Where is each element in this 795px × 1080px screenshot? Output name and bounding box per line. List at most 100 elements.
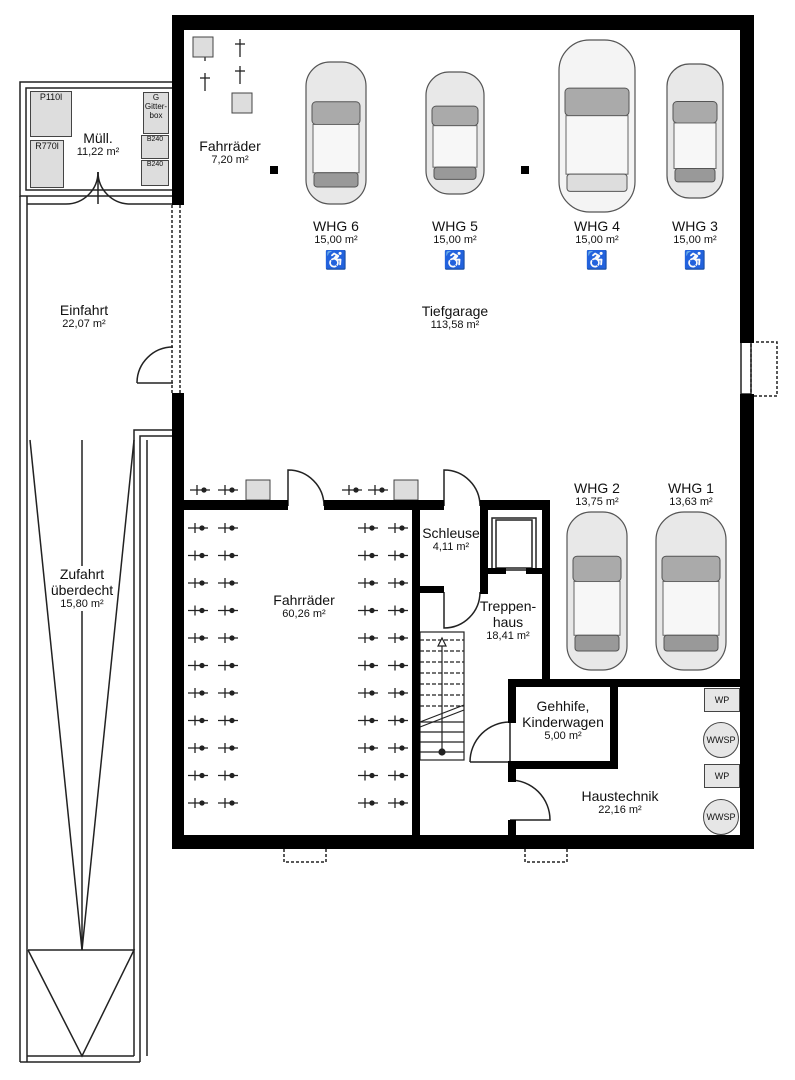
bicycle-icon [388,743,408,753]
heat-pump: WP [704,764,740,788]
bin-b240: B240 [141,160,169,186]
bicycle-icon [388,660,408,671]
room-name: Fahrräder [273,592,335,608]
bicycle-icon [358,770,378,781]
wall-schleuse-bottom [412,586,444,593]
parking-area: 13,75 m² [575,496,619,509]
wall-right [740,394,754,849]
bicycle-icon [218,633,238,643]
wall-haustechnik-top [508,679,742,687]
bicycle-icon [200,73,210,91]
wall-gehhilfe-right [610,679,618,769]
bicycle-icon [388,605,408,616]
bicycle-icon [188,743,208,753]
room-area: 22,07 m² [62,318,106,331]
bicycle-icon [218,523,238,533]
room-label-muell: Müll.11,22 m² [77,130,120,159]
wall-bottom [172,835,754,849]
room-name: Treppen- [479,598,537,614]
wall-treppenhaus-right [542,500,550,684]
bicycle-icon [218,578,238,588]
bicycle-icon [218,605,238,616]
room-area: 15,80 m² [60,598,104,611]
bicycle-icon [235,39,245,57]
bicycle-icon [388,523,408,533]
room-name: überdecht [50,582,114,599]
bicycle-icon [218,550,238,561]
bicycle-icon [358,715,378,726]
wall-top [172,15,754,30]
bin-label: R770l [35,141,59,151]
car-icon [425,71,485,195]
room-name: Haustechnik [581,788,659,804]
bicycle-icon [388,578,408,588]
column [270,166,278,174]
parking-area: 15,00 m² [673,234,717,247]
bicycle-icon [388,715,408,726]
bicycle-icon [188,798,208,808]
bin-b240: B240 [141,135,169,159]
room-name: Tiefgarage [421,303,489,319]
bin-label: G Gitter-box [144,93,168,120]
bicycle-icon [188,660,208,671]
room-name: haus [492,614,524,631]
wall-right [740,15,754,343]
bicycle-icon [358,660,378,671]
parking-area: 15,00 m² [314,234,358,247]
parking-name: WHG 4 [574,218,620,234]
parking-name: WHG 6 [313,218,359,234]
wall-lift-bottom [526,568,550,574]
bicycle-icon [358,743,378,753]
heat-pump: WP [704,688,740,712]
car-icon [558,39,636,213]
bicycle-icon [188,550,208,561]
parking-area: 15,00 m² [575,234,619,247]
wheelchair-icon: ♿ [585,249,609,270]
cargo-bike-icon [192,36,214,58]
bicycle-icon [218,660,238,671]
room-area: 11,22 m² [76,146,120,159]
bicycle-icon [218,798,238,808]
wall-haustechnik-left [508,820,516,840]
staircase [419,631,465,761]
car-icon [566,511,628,671]
wheelchair-icon: ♿ [683,249,707,270]
room-name: Gehhife, [536,698,590,714]
room-name: Einfahrt [59,302,109,318]
bicycle-icon [188,688,208,698]
parking-name: WHG 1 [668,480,714,496]
parking-name: WHG 3 [672,218,718,234]
bicycle-icon [368,485,388,495]
column [521,166,529,174]
cargo-bike-icon [231,92,253,114]
room-area: 5,00 m² [544,730,582,743]
bin-r770: R770l [30,140,64,188]
room-name: Müll. [83,130,113,146]
bicycle-icon [188,770,208,781]
equipment-label: WWSP [706,735,736,745]
bicycle-icon [188,605,208,616]
bicycle-icon [388,770,408,781]
parking-name: WHG 2 [574,480,620,496]
cargo-bike-icon [393,479,419,501]
ramp-end [27,949,136,1058]
wall-schleuse-right [480,500,488,594]
car-icon [655,511,727,671]
muell-door-left [65,171,99,205]
bicycle-icon [358,578,378,588]
parking-area: 15,00 m² [433,234,477,247]
bicycle-icon [188,715,208,726]
bicycle-icon [358,688,378,698]
car-icon [666,63,724,199]
bicycle-icon [188,633,208,643]
room-name: Zufahrt [59,566,105,582]
